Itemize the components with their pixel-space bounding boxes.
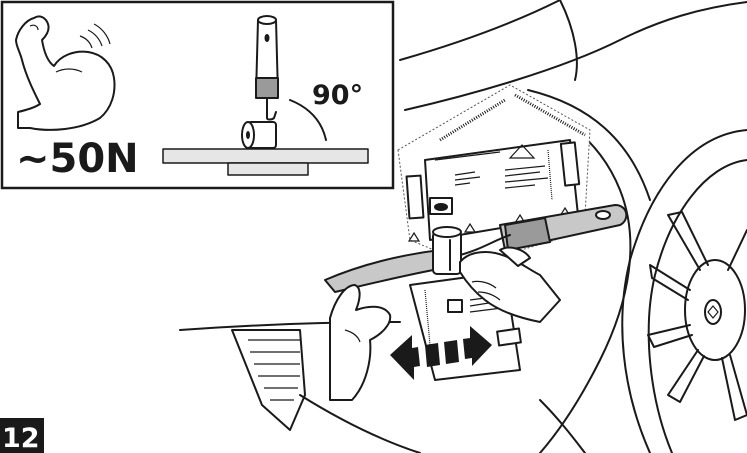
inset-detail-box: ~50N 90°	[0, 0, 395, 190]
force-label: ~50N	[16, 136, 139, 182]
wheel	[621, 129, 747, 453]
double-arrow-icon	[390, 326, 492, 380]
step-number-badge: 12	[0, 418, 44, 453]
inset-roller	[241, 15, 279, 149]
flexed-arm-icon	[15, 15, 116, 131]
hands	[329, 246, 561, 401]
angle-label: 90°	[312, 80, 363, 111]
roller-tool-icon	[432, 226, 511, 275]
